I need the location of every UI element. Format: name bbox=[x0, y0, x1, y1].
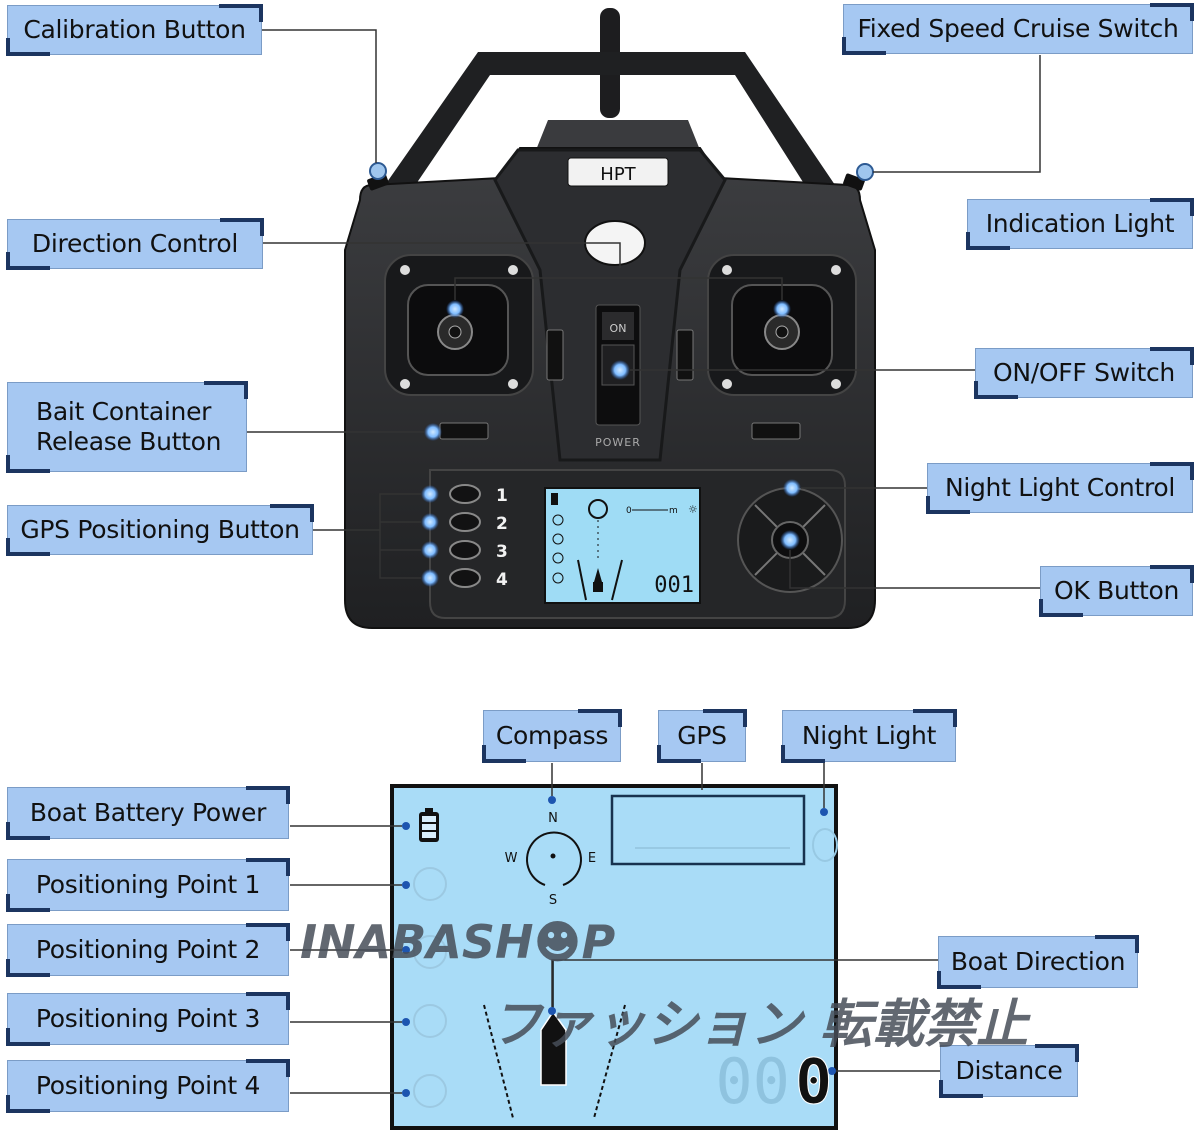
night-light-control-label: Night Light Control bbox=[926, 462, 1194, 514]
remote-callout-dots bbox=[369, 162, 874, 587]
boat-direction-label: Boat Direction bbox=[937, 935, 1139, 989]
night-light-label: Night Light bbox=[781, 709, 957, 763]
right-horizontal-trim[interactable] bbox=[751, 422, 801, 440]
power-on-text: ON bbox=[610, 322, 627, 335]
bait-release-trim[interactable] bbox=[439, 422, 489, 440]
gps-label: GPS bbox=[657, 709, 747, 763]
gps-button-2[interactable] bbox=[449, 512, 481, 532]
gps-number-3: 3 bbox=[496, 542, 508, 562]
positioning-point-2-label: Positioning Point 2 bbox=[6, 923, 290, 977]
position-point-1-icon bbox=[413, 867, 447, 901]
on-off-switch-label: ON/OFF Switch bbox=[974, 347, 1194, 399]
fixed-speed-cruise-switch-label: Fixed Speed Cruise Switch bbox=[842, 3, 1194, 55]
lcd-leader-lines bbox=[290, 763, 940, 1094]
positioning-point-1-label: Positioning Point 1 bbox=[6, 858, 290, 912]
gps-number-2: 2 bbox=[496, 514, 508, 534]
position-point-3-icon bbox=[413, 1004, 447, 1038]
distance-label: Distance bbox=[939, 1044, 1079, 1098]
mini-night-light-icon: ☼ bbox=[688, 503, 698, 516]
power-label: POWER bbox=[595, 436, 641, 449]
boat-icon bbox=[540, 1010, 567, 1086]
position-point-4-icon bbox=[413, 1074, 447, 1108]
bait-container-release-label: Bait Container Release Button bbox=[6, 381, 248, 473]
position-point-2-icon bbox=[413, 935, 447, 969]
mini-battery-icon bbox=[551, 493, 558, 505]
positioning-point-4-label: Positioning Point 4 bbox=[6, 1059, 290, 1113]
bait-label-line2: Release Button bbox=[36, 427, 222, 456]
mini-compass-icon bbox=[588, 499, 608, 519]
right-vertical-trim[interactable] bbox=[676, 329, 694, 381]
gps-positioning-button-label: GPS Positioning Button bbox=[6, 504, 314, 556]
distance-digit-active: 0 bbox=[795, 1045, 832, 1118]
left-stick-assembly[interactable] bbox=[384, 254, 534, 396]
brand-plate-text: HPT bbox=[600, 164, 636, 185]
boat-battery-power-label: Boat Battery Power bbox=[6, 786, 290, 840]
gps-number-4: 4 bbox=[496, 570, 508, 590]
calibration-button-label: Calibration Button bbox=[6, 4, 263, 56]
compass-s: S bbox=[549, 893, 557, 908]
compass-ring bbox=[526, 831, 582, 886]
watermark-no-reprint: ファッション 転載禁止 bbox=[490, 995, 1029, 1055]
night-light-bulb-icon bbox=[812, 828, 838, 862]
positioning-point-3-label: Positioning Point 3 bbox=[6, 992, 290, 1046]
top-bezel bbox=[536, 120, 700, 150]
mini-boat-icon bbox=[593, 568, 603, 592]
mini-scale-start: 0 bbox=[626, 506, 632, 516]
direction-control-label: Direction Control bbox=[6, 218, 264, 270]
left-vertical-trim[interactable] bbox=[546, 329, 564, 381]
bait-label-line1: Bait Container bbox=[36, 396, 212, 426]
watermark-shop-name: INABASH☻P bbox=[300, 915, 616, 969]
indication-light-label: Indication Light bbox=[966, 198, 1194, 250]
gps-button-4[interactable] bbox=[449, 568, 481, 588]
mini-scale-unit: m bbox=[669, 506, 678, 516]
mini-lcd-screen: 0 m ☼ 001 bbox=[544, 487, 701, 604]
compass-w: W bbox=[505, 851, 518, 866]
gps-button-3[interactable] bbox=[449, 540, 481, 560]
gps-display-box bbox=[610, 794, 806, 866]
ok-button-label: OK Button bbox=[1039, 565, 1194, 617]
brand-plate bbox=[567, 157, 669, 187]
right-stick-assembly[interactable] bbox=[707, 254, 857, 396]
gps-button-1[interactable] bbox=[449, 484, 481, 504]
distance-digits-dim: 00 bbox=[715, 1045, 790, 1118]
remote-leader-lines bbox=[247, 29, 1041, 589]
compass-e: E bbox=[588, 851, 596, 866]
compass-n: N bbox=[548, 811, 558, 826]
gps-button-group: 1 2 3 4 bbox=[449, 484, 508, 590]
gps-number-1: 1 bbox=[496, 486, 508, 506]
compass-label: Compass bbox=[482, 709, 622, 763]
lcd-diagram bbox=[390, 784, 838, 1130]
mini-distance-readout: 001 bbox=[654, 573, 694, 598]
